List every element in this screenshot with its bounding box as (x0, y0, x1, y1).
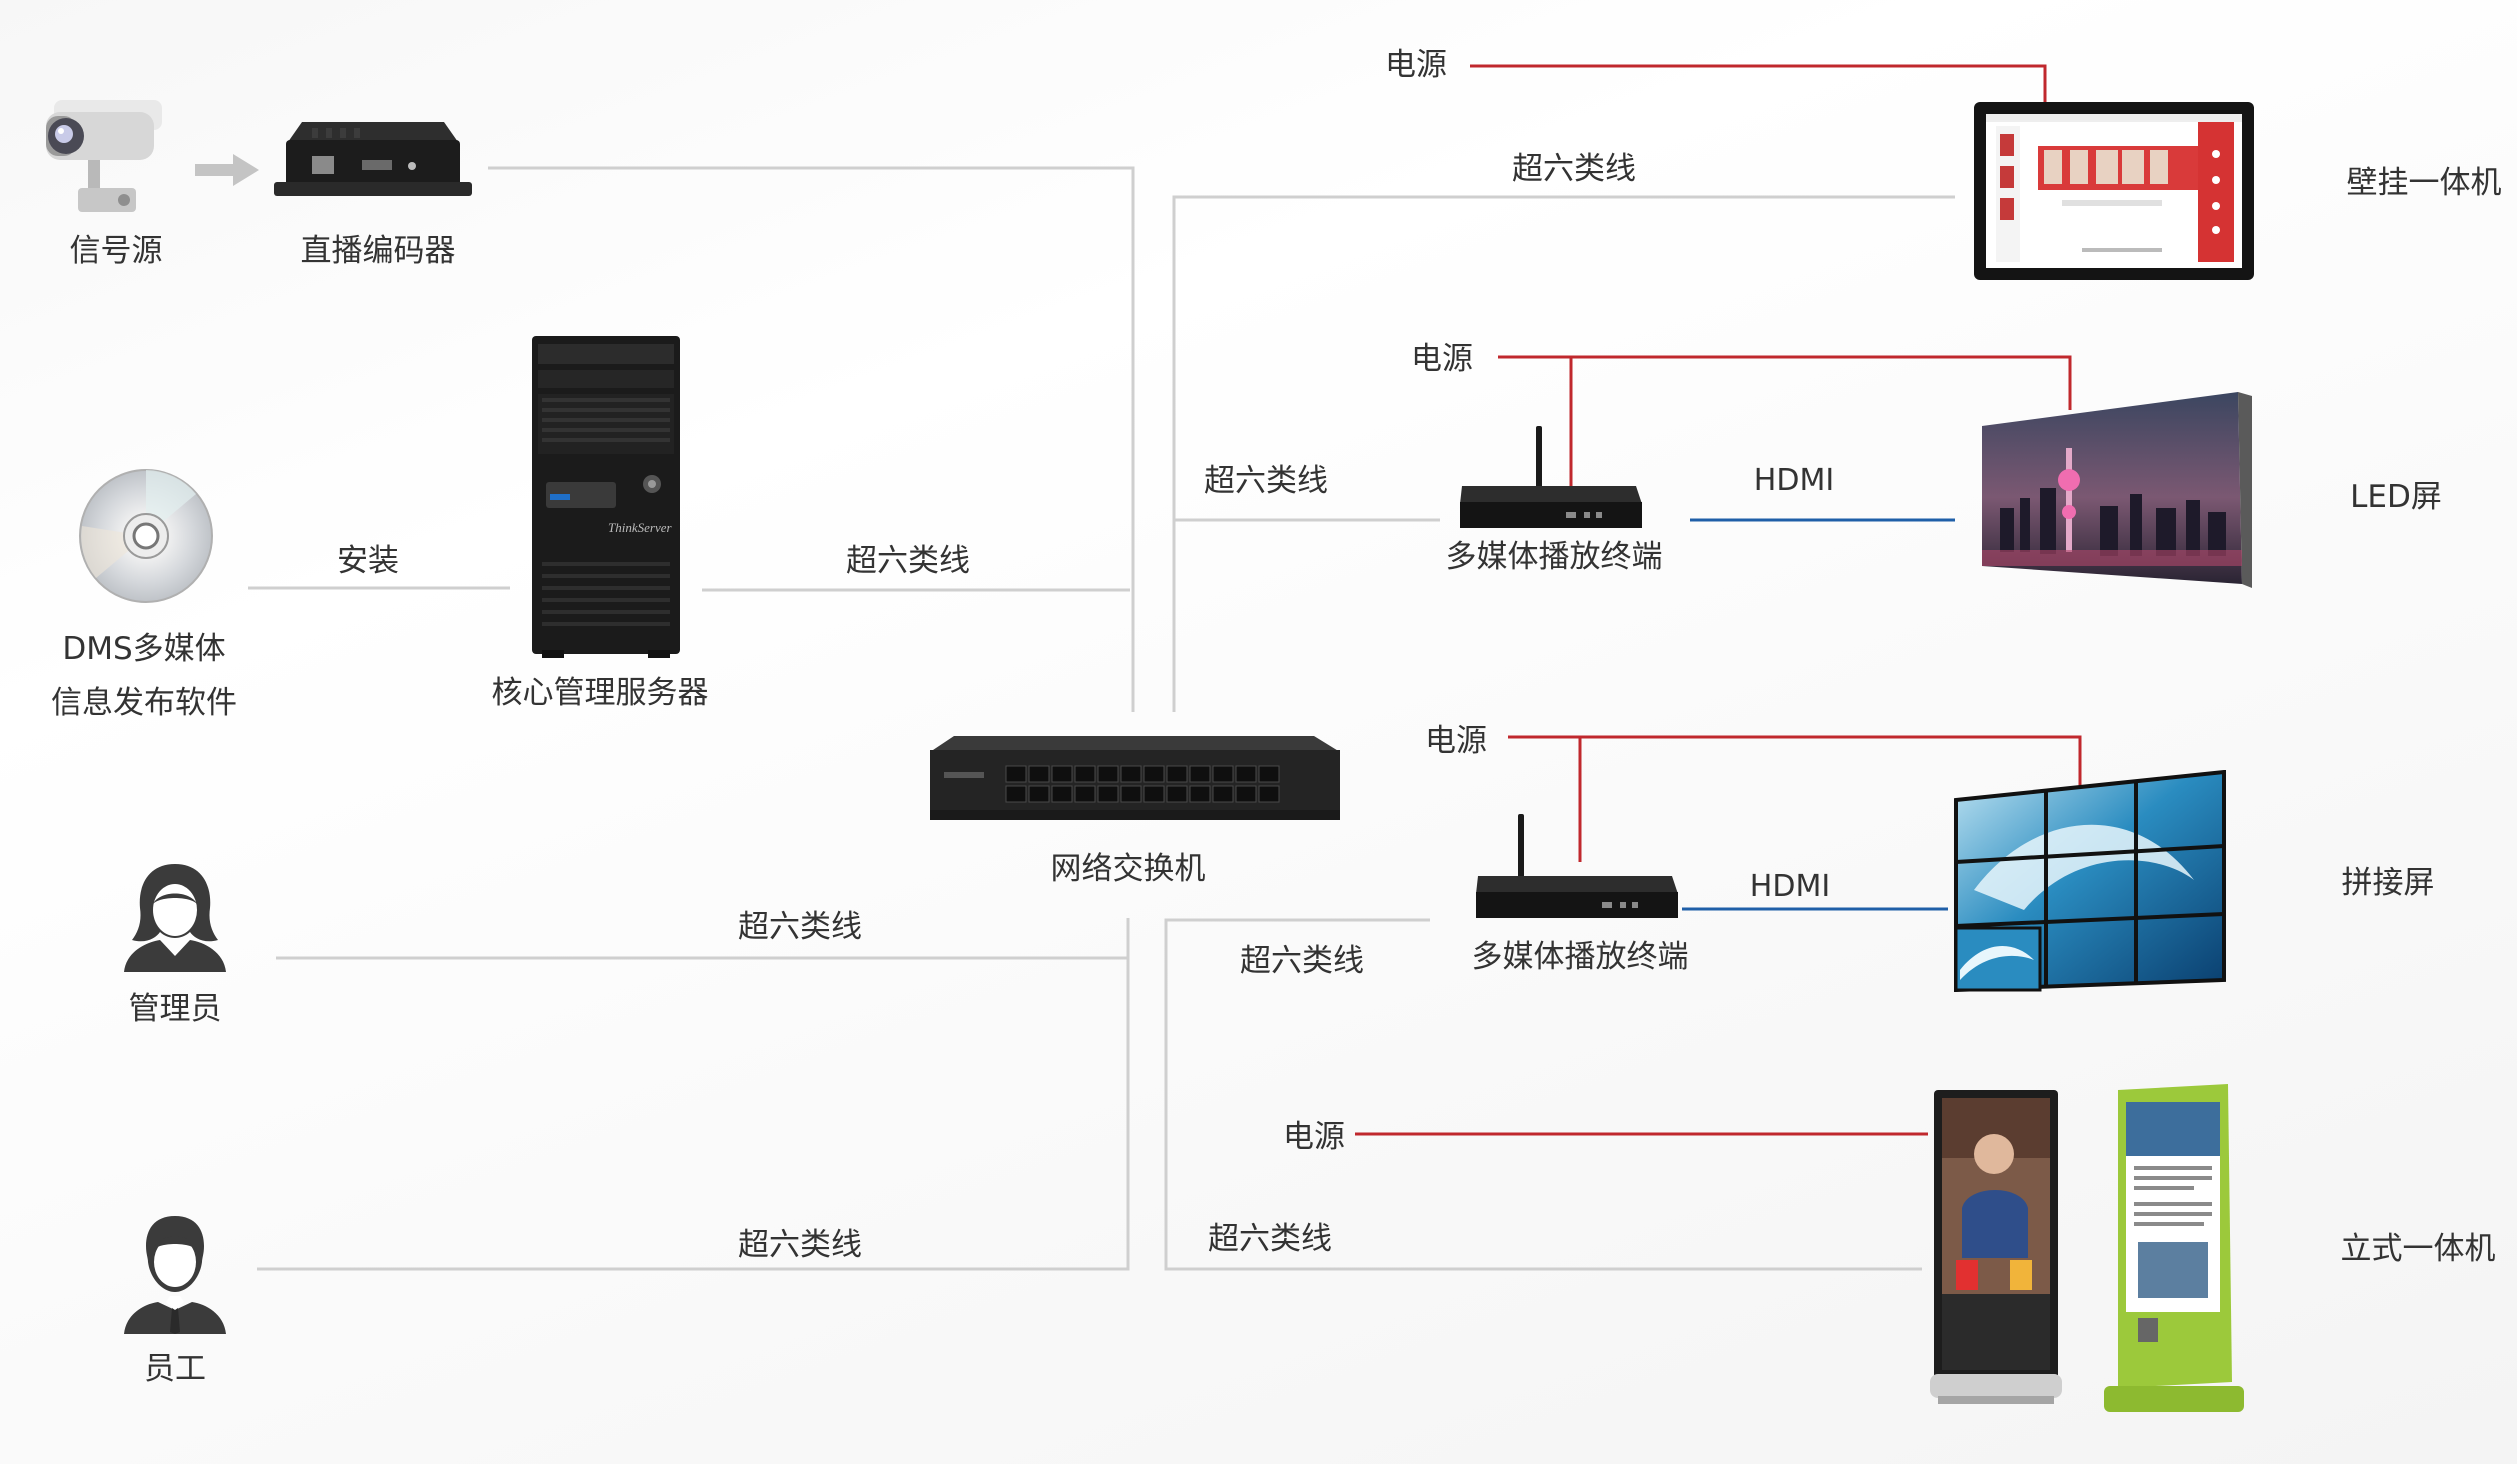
kiosk-device-label: 立式一体机 (2340, 1231, 2496, 1267)
signal-source-label: 信号源 (69, 233, 163, 269)
kiosk-power-label: 电源 (1283, 1119, 1345, 1155)
splice-kiosk-cable (1164, 918, 1922, 1271)
arrow-right-icon (195, 154, 259, 186)
video-wall-icon (1954, 770, 2226, 992)
led-power-line (1498, 355, 2072, 486)
admin-label: 管理员 (128, 991, 222, 1027)
switch-icon (930, 736, 1340, 820)
svg-text:ThinkServer: ThinkServer (608, 520, 672, 535)
admin-cable-label: 超六类线 (738, 909, 862, 945)
staff-cable (257, 918, 1130, 1271)
wall-display-icon (1974, 102, 2254, 280)
wall-power-line (1470, 64, 2047, 102)
staff-cable-label: 超六类线 (738, 1227, 862, 1263)
power-lines (1355, 64, 2082, 1136)
wall-cable-label: 超六类线 (1512, 151, 1636, 187)
server-icon: ThinkServer (532, 336, 680, 658)
ethernet-cables (248, 166, 1955, 1271)
splice-power-line (1508, 735, 2082, 862)
disc-icon (79, 469, 213, 603)
wall-device-label: 壁挂一体机 (2346, 165, 2502, 201)
staff-person-icon (124, 1216, 226, 1334)
server-label: 核心管理服务器 (491, 675, 709, 711)
led-power-label: 电源 (1411, 341, 1473, 377)
wall-cable (1172, 195, 1955, 712)
encoder-icon (274, 122, 472, 196)
kiosk-cable-label: 超六类线 (1208, 1221, 1332, 1257)
led-hdmi-label: HDMI (1753, 463, 1835, 498)
kiosk-display-icon (2104, 1084, 2244, 1412)
media-player-icon (1460, 426, 1642, 528)
splice-device-label: 拼接屏 (2341, 865, 2435, 901)
splice-cable-label: 超六类线 (1240, 943, 1364, 979)
media-player-icon (1476, 814, 1678, 918)
server-cable-label: 超六类线 (846, 543, 970, 579)
dms-label-line1: DMS多媒体 (62, 631, 226, 667)
kiosk-display-icon (1930, 1090, 2062, 1404)
led-cable-label: 超六类线 (1204, 463, 1328, 499)
admin-person-icon (124, 864, 226, 972)
splice-power-label: 电源 (1425, 723, 1487, 759)
dms-label-line2: 信息发布软件 (51, 685, 237, 721)
encoder-cable (488, 166, 1135, 712)
staff-label: 员工 (144, 1351, 206, 1387)
led-screen-icon (1982, 392, 2252, 588)
encoder-label: 直播编码器 (300, 233, 456, 269)
switch-label: 网络交换机 (1050, 851, 1206, 887)
splice-player-label: 多媒体播放终端 (1471, 939, 1689, 975)
camera-icon (46, 100, 162, 212)
wall-power-label: 电源 (1385, 47, 1447, 83)
led-device-label: LED屏 (2350, 479, 2442, 515)
splice-hdmi-label: HDMI (1749, 869, 1831, 904)
install-label: 安装 (337, 543, 399, 579)
hdmi-lines (1682, 518, 1955, 911)
led-player-label: 多媒体播放终端 (1445, 539, 1663, 575)
